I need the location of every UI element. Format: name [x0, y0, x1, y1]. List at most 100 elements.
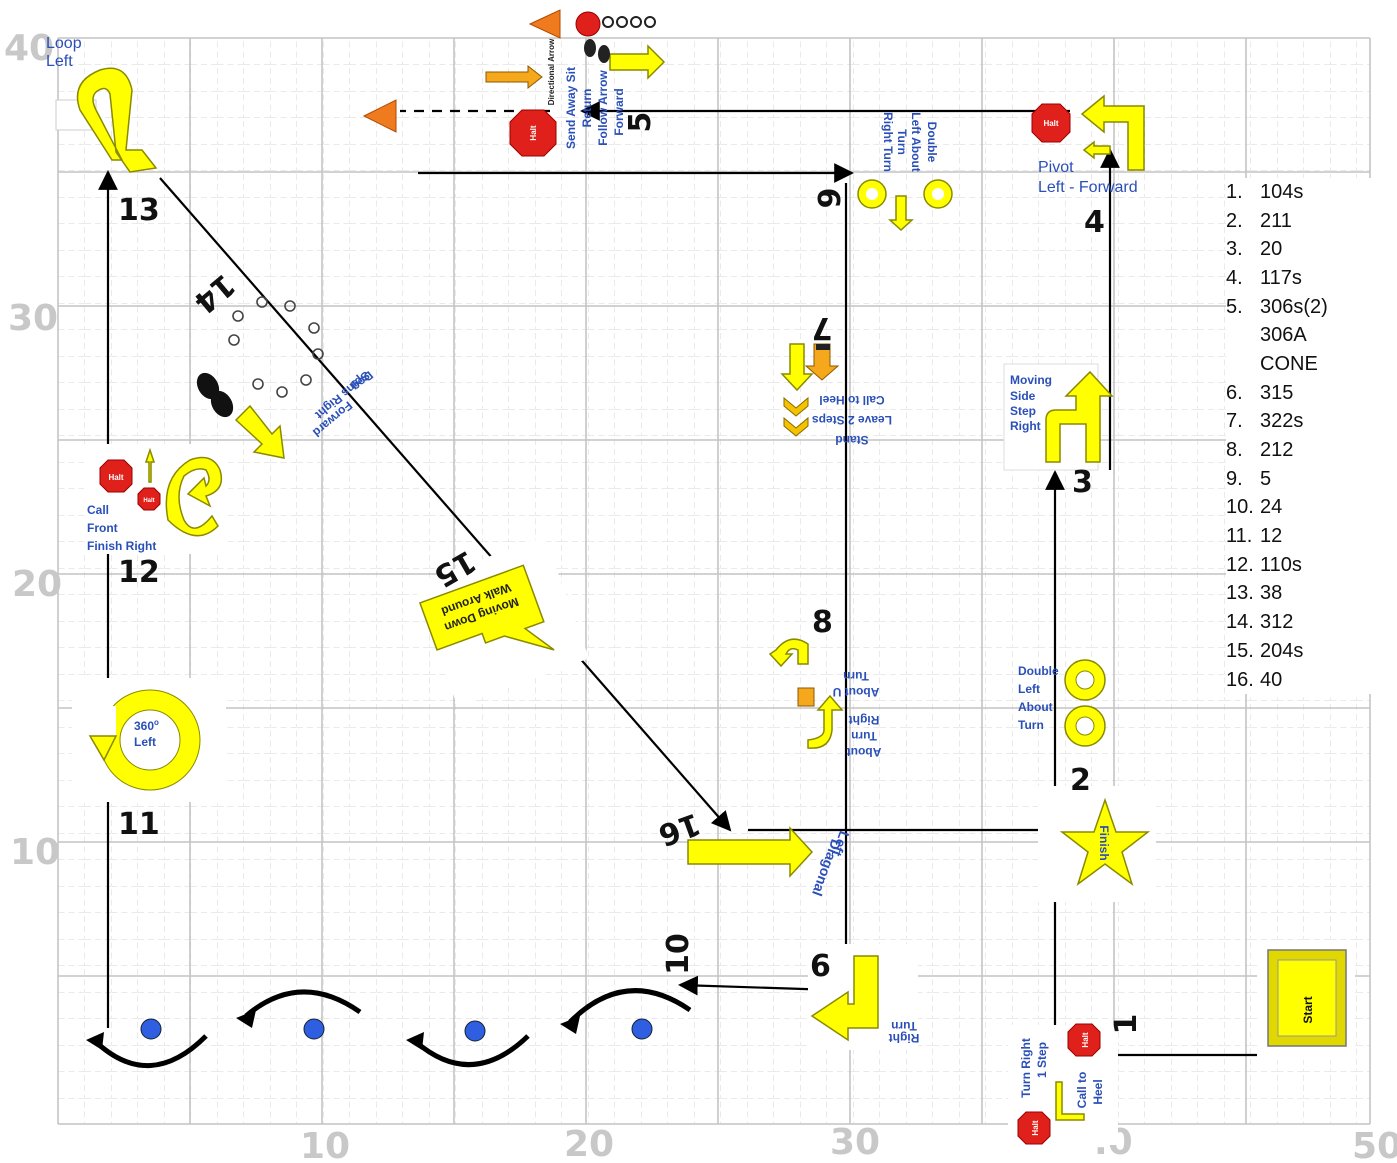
legend-number: 11. [1226, 525, 1260, 548]
legend-value: 212 [1260, 439, 1376, 462]
left-label: Left [46, 53, 73, 70]
station-1: 1 [1109, 1014, 1144, 1035]
start-label: Start [1301, 996, 1315, 1023]
moving-label: Moving [1010, 373, 1052, 387]
legend-row: 11.12 [1226, 522, 1376, 551]
legend-row: CONE [1226, 350, 1376, 379]
station-8: 8 [812, 605, 833, 640]
one-step-label: 1 Step [1035, 1042, 1049, 1078]
pivot-label: Pivot [1038, 159, 1074, 176]
legend-number: 13. [1226, 582, 1260, 605]
halt-label: Halt [1031, 1120, 1040, 1135]
legend-value: 315 [1260, 382, 1376, 405]
stand-label: Stand [835, 433, 868, 447]
right-label: Right [889, 1031, 920, 1045]
station-6b: 6 [810, 949, 831, 984]
start-sign: Start [1257, 940, 1355, 1060]
legend-row: 6.315 [1226, 379, 1376, 408]
legend-row: 1.104s [1226, 178, 1376, 207]
legend-value: 117s [1260, 267, 1376, 290]
legend-row: 15.204s [1226, 637, 1376, 666]
double-label: Double [925, 122, 939, 163]
step-label: Step [1010, 404, 1036, 418]
call-to-heel-label: Call to Heel [819, 393, 884, 407]
legend-value: 211 [1260, 210, 1376, 233]
legend-value: 104s [1260, 181, 1376, 204]
left-forward-label: Left - Forward [1038, 179, 1138, 196]
turn-right-step-sign: Halt Halt Turn Right 1 Step Call to Heel [1008, 1024, 1118, 1145]
cone-icon [465, 1021, 485, 1041]
call-label: Call [87, 503, 109, 517]
moving-side-step-sign: Moving Side Step Right [1004, 364, 1112, 470]
grid [58, 38, 1370, 1124]
halt-icon [576, 12, 600, 36]
right-label: Right [849, 713, 880, 727]
legend-row: 9.5 [1226, 465, 1376, 494]
halt-label: Halt [1043, 119, 1058, 128]
left-label: Left [134, 735, 156, 749]
station-3: 3 [1072, 465, 1093, 500]
legend-number: 2. [1226, 210, 1260, 233]
legend-value: 204s [1260, 640, 1376, 663]
legend-row: 10.24 [1226, 494, 1376, 523]
turn-label: Turn [1018, 718, 1044, 732]
legend-value: 110s [1260, 554, 1376, 577]
legend-value: 306s(2) [1260, 296, 1376, 319]
legend-number: 15. [1226, 640, 1260, 663]
halt-label: Halt [529, 125, 538, 140]
turn-label: Turn [851, 729, 877, 743]
heel-label: Heel [1091, 1079, 1105, 1104]
front-label: Front [87, 521, 118, 535]
station-7: 7 [812, 310, 833, 345]
legend-value: 322s [1260, 410, 1376, 433]
legend-row: 5.306s(2) [1226, 293, 1376, 322]
legend-row: 16.40 [1226, 666, 1376, 695]
x-label-20: 20 [564, 1124, 614, 1163]
send-away-label: Send Away Sit [564, 67, 578, 149]
station-13: 13 [118, 193, 160, 228]
legend-value: 306A [1260, 324, 1376, 347]
legend-value: 12 [1260, 525, 1376, 548]
station-12: 12 [118, 555, 160, 590]
legend-number: 3. [1226, 238, 1260, 261]
turn-label: Turn [891, 1019, 917, 1033]
finish-right-label: Finish Right [87, 539, 156, 553]
finish-sign: Finish [1038, 786, 1156, 902]
right-turn-label: Right Turn [881, 112, 895, 172]
legend-value: 20 [1260, 238, 1376, 261]
about-label: About [847, 745, 882, 759]
station-5: 5 [623, 112, 658, 133]
call-front-sign: Halt Halt Call Front Finish Right [84, 444, 228, 554]
directional-arrow-label: Directional Arrow [547, 38, 556, 105]
legend-row: 2.211 [1226, 207, 1376, 236]
left-about-label: Left About [909, 112, 923, 172]
cone-icon [632, 1019, 652, 1039]
station-2: 2 [1070, 763, 1091, 798]
legend-number: 8. [1226, 439, 1260, 462]
legend-row: 12.110s [1226, 551, 1376, 580]
follow-arrow-label: Follow Arrow [596, 70, 610, 146]
cone-icon [304, 1019, 324, 1039]
legend-number: 9. [1226, 468, 1260, 491]
legend-row: 4.117s [1226, 264, 1376, 293]
legend-number: 12. [1226, 554, 1260, 577]
legend-value: 38 [1260, 582, 1376, 605]
station-6a: 6 [810, 188, 845, 209]
leave-2-steps-label: Leave 2 Steps [812, 413, 892, 427]
legend-number: 10. [1226, 496, 1260, 519]
left-label: Left [1018, 682, 1040, 696]
double-label: Double [1018, 664, 1059, 678]
legend-row: 7.322s [1226, 408, 1376, 437]
halt-label: Halt [108, 473, 123, 482]
turn-label: Turn [895, 129, 909, 155]
return-label: Return [580, 89, 594, 128]
turn-right-label: Turn Right [1019, 1038, 1033, 1098]
halt-label: Halt [143, 498, 154, 504]
circle-360-sign: 360o Left [72, 678, 226, 802]
legend-number: 16. [1226, 669, 1260, 692]
legend-number: 5. [1226, 296, 1260, 319]
station-10: 10 [661, 933, 696, 975]
station-4: 4 [1084, 205, 1105, 240]
legend-number: 6. [1226, 382, 1260, 405]
